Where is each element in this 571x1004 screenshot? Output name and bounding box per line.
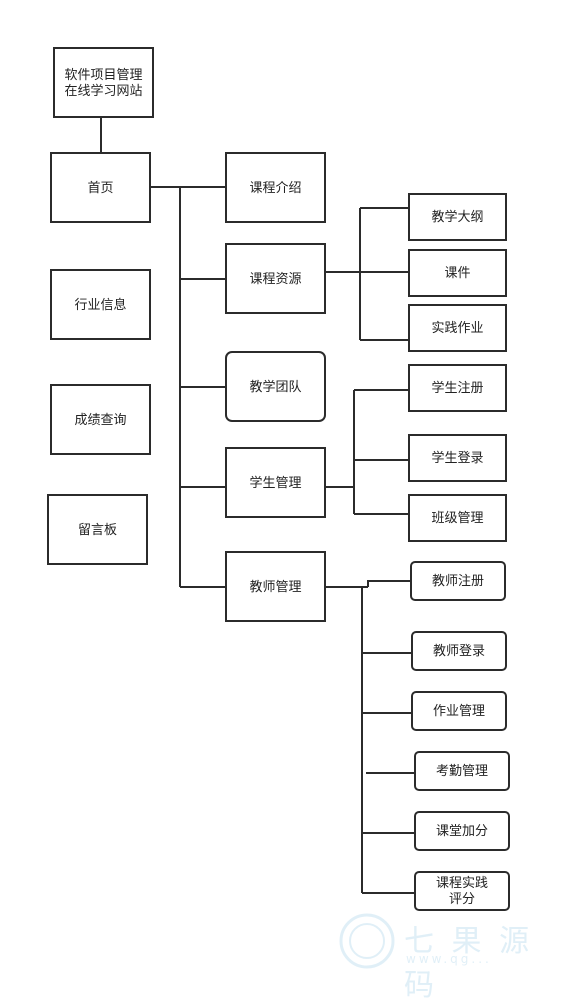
- node-homework-management: 作业管理: [411, 691, 507, 731]
- node-grades: 成绩查询: [50, 384, 151, 455]
- node-teacher-login-label: 教师登录: [432, 643, 485, 658]
- node-root: 软件项目管理在线学习网站: [53, 47, 154, 118]
- watermark: 七 果 源 码 www.qg...: [338, 912, 568, 1003]
- node-courseware-label: 课件: [444, 265, 471, 280]
- node-industry-label: 行业信息: [74, 296, 127, 312]
- node-practice-scoring: 课程实践评分: [414, 871, 510, 911]
- node-attendance-management-label: 考勤管理: [435, 763, 488, 778]
- node-student-login: 学生登录: [408, 434, 507, 482]
- line-teacher-register: [367, 580, 410, 587]
- node-student-management: 学生管理: [225, 447, 326, 518]
- node-student-login-label: 学生登录: [431, 450, 484, 465]
- node-board-label: 留言板: [77, 521, 117, 537]
- node-class-bonus-label: 课堂加分: [435, 823, 488, 838]
- node-industry: 行业信息: [50, 269, 151, 340]
- node-student-register: 学生注册: [408, 364, 507, 412]
- watermark-url: www.qg...: [406, 952, 492, 966]
- node-course-resources: 课程资源: [225, 243, 326, 314]
- node-class-management-label: 班级管理: [431, 510, 484, 525]
- node-root-label: 软件项目管理在线学习网站: [64, 66, 143, 98]
- node-teacher-management: 教师管理: [225, 551, 326, 622]
- connector-lines: [100, 118, 414, 894]
- node-attendance-management: 考勤管理: [414, 751, 510, 791]
- node-practice-homework-label: 实践作业: [431, 320, 484, 335]
- node-teacher-register: 教师注册: [410, 561, 506, 601]
- node-courseware: 课件: [408, 249, 507, 297]
- node-student-management-label: 学生管理: [249, 474, 302, 490]
- node-class-bonus: 课堂加分: [414, 811, 510, 851]
- node-board: 留言板: [47, 494, 148, 565]
- node-course-resources-label: 课程资源: [249, 270, 302, 286]
- node-student-register-label: 学生注册: [431, 380, 484, 395]
- node-homework-management-label: 作业管理: [432, 703, 485, 718]
- node-course-intro-label: 课程介绍: [249, 179, 302, 195]
- node-class-management: 班级管理: [408, 494, 507, 542]
- node-syllabus: 教学大纲: [408, 193, 507, 241]
- node-teacher-login: 教师登录: [411, 631, 507, 671]
- node-course-intro: 课程介绍: [225, 152, 326, 223]
- node-teaching-team-label: 教学团队: [249, 378, 302, 394]
- node-home-label: 首页: [87, 179, 114, 195]
- node-home: 首页: [50, 152, 151, 223]
- node-practice-scoring-label: 课程实践评分: [435, 875, 488, 906]
- node-teaching-team: 教学团队: [225, 351, 326, 422]
- node-grades-label: 成绩查询: [74, 411, 127, 427]
- watermark-logo-icon: [339, 913, 395, 969]
- node-syllabus-label: 教学大纲: [431, 209, 484, 224]
- node-teacher-management-label: 教师管理: [249, 578, 302, 594]
- node-teacher-register-label: 教师注册: [431, 573, 484, 588]
- node-practice-homework: 实践作业: [408, 304, 507, 352]
